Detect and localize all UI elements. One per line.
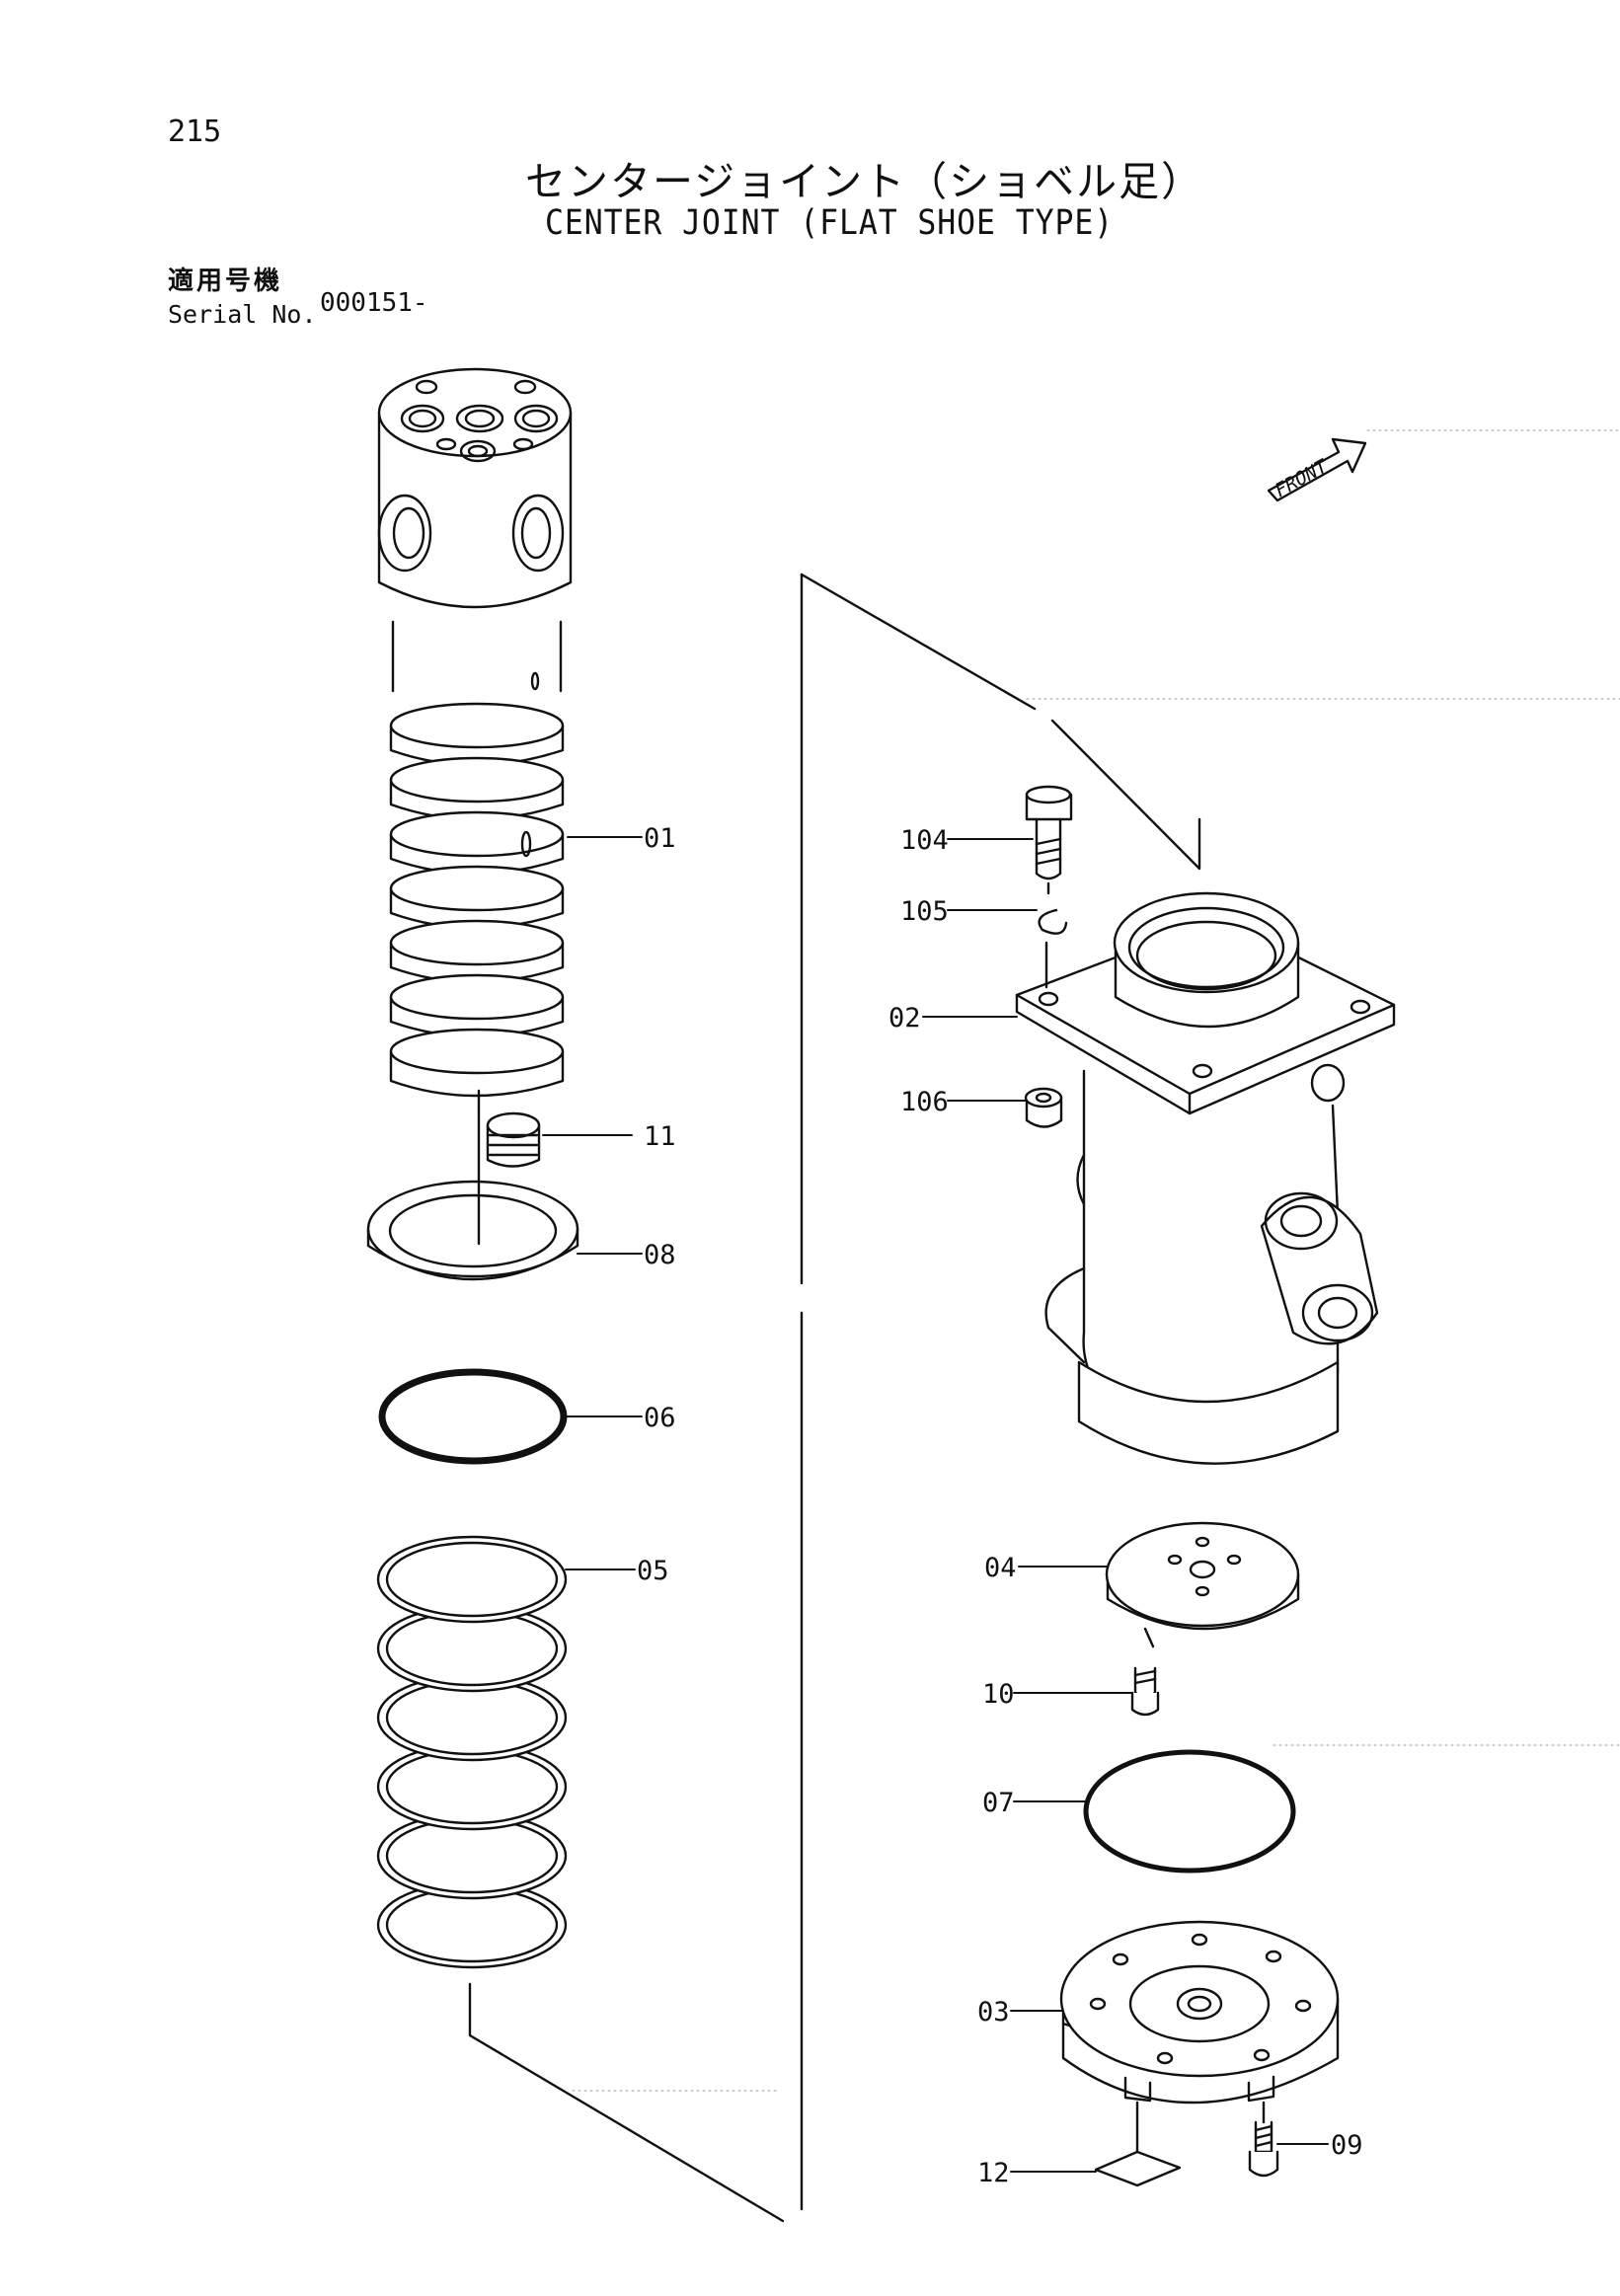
part-10-socket-screw: [1130, 1666, 1160, 1717]
label-part-09: 09: [1331, 2130, 1363, 2161]
label-part-105: 105: [900, 896, 949, 927]
part-06-o-ring: [378, 1368, 568, 1465]
callout-leader-lines: [542, 836, 1329, 2173]
label-part-01: 01: [644, 823, 676, 854]
part-106-plug: [1024, 1087, 1063, 1128]
part-12-name-plate: [1094, 2101, 1182, 2187]
left-assembly-axis: [468, 1109, 785, 2223]
label-part-03: 03: [977, 1997, 1010, 2028]
part-05-seal-ring-stack: [376, 1535, 568, 1969]
label-part-106: 106: [900, 1087, 949, 1117]
page-title-english: CENTER JOINT (FLAT SHOE TYPE): [545, 203, 1115, 243]
right-assembly-axis: [800, 573, 1201, 2211]
part-09-bolt: [1248, 2101, 1279, 2178]
serial-number-value: 000151-: [320, 288, 428, 318]
label-part-10: 10: [982, 1679, 1015, 1710]
label-part-11: 11: [644, 1121, 676, 1152]
serial-label-english: Serial No.: [168, 300, 317, 329]
label-part-06: 06: [644, 1403, 676, 1433]
label-part-05: 05: [637, 1556, 669, 1586]
part-08-seal-ring: [366, 1180, 579, 1281]
part-104-bolt: [1025, 785, 1073, 895]
label-part-12: 12: [977, 2158, 1010, 2188]
label-part-08: 08: [644, 1240, 676, 1270]
label-part-104: 104: [900, 825, 949, 856]
part-04-cover-plate: [1105, 1521, 1300, 1648]
label-part-02: 02: [888, 1003, 921, 1033]
serial-label-japanese: 適用号機: [168, 267, 283, 296]
page-number: 215: [168, 115, 222, 149]
part-01-spindle: [377, 367, 573, 1112]
part-11-plug: [486, 1111, 541, 1168]
part-02-housing: [1015, 891, 1396, 1465]
label-part-07: 07: [982, 1788, 1015, 1818]
part-03-bottom-cover: [1059, 1920, 1340, 2105]
part-07-o-ring: [1083, 1749, 1296, 1874]
label-part-04: 04: [984, 1553, 1017, 1583]
part-number-labels: 01 11 08 06 05 104 105 02 106 04 10 07 0…: [637, 823, 1363, 2188]
part-105-spring-washer: [1038, 908, 1068, 935]
scan-artifact-lines: [572, 429, 1620, 2092]
front-arrow-indicator: FRONT: [1267, 437, 1367, 502]
front-label: FRONT: [1272, 455, 1333, 502]
page-title-japanese: センタージョイント（ショベル足）: [525, 158, 1204, 205]
